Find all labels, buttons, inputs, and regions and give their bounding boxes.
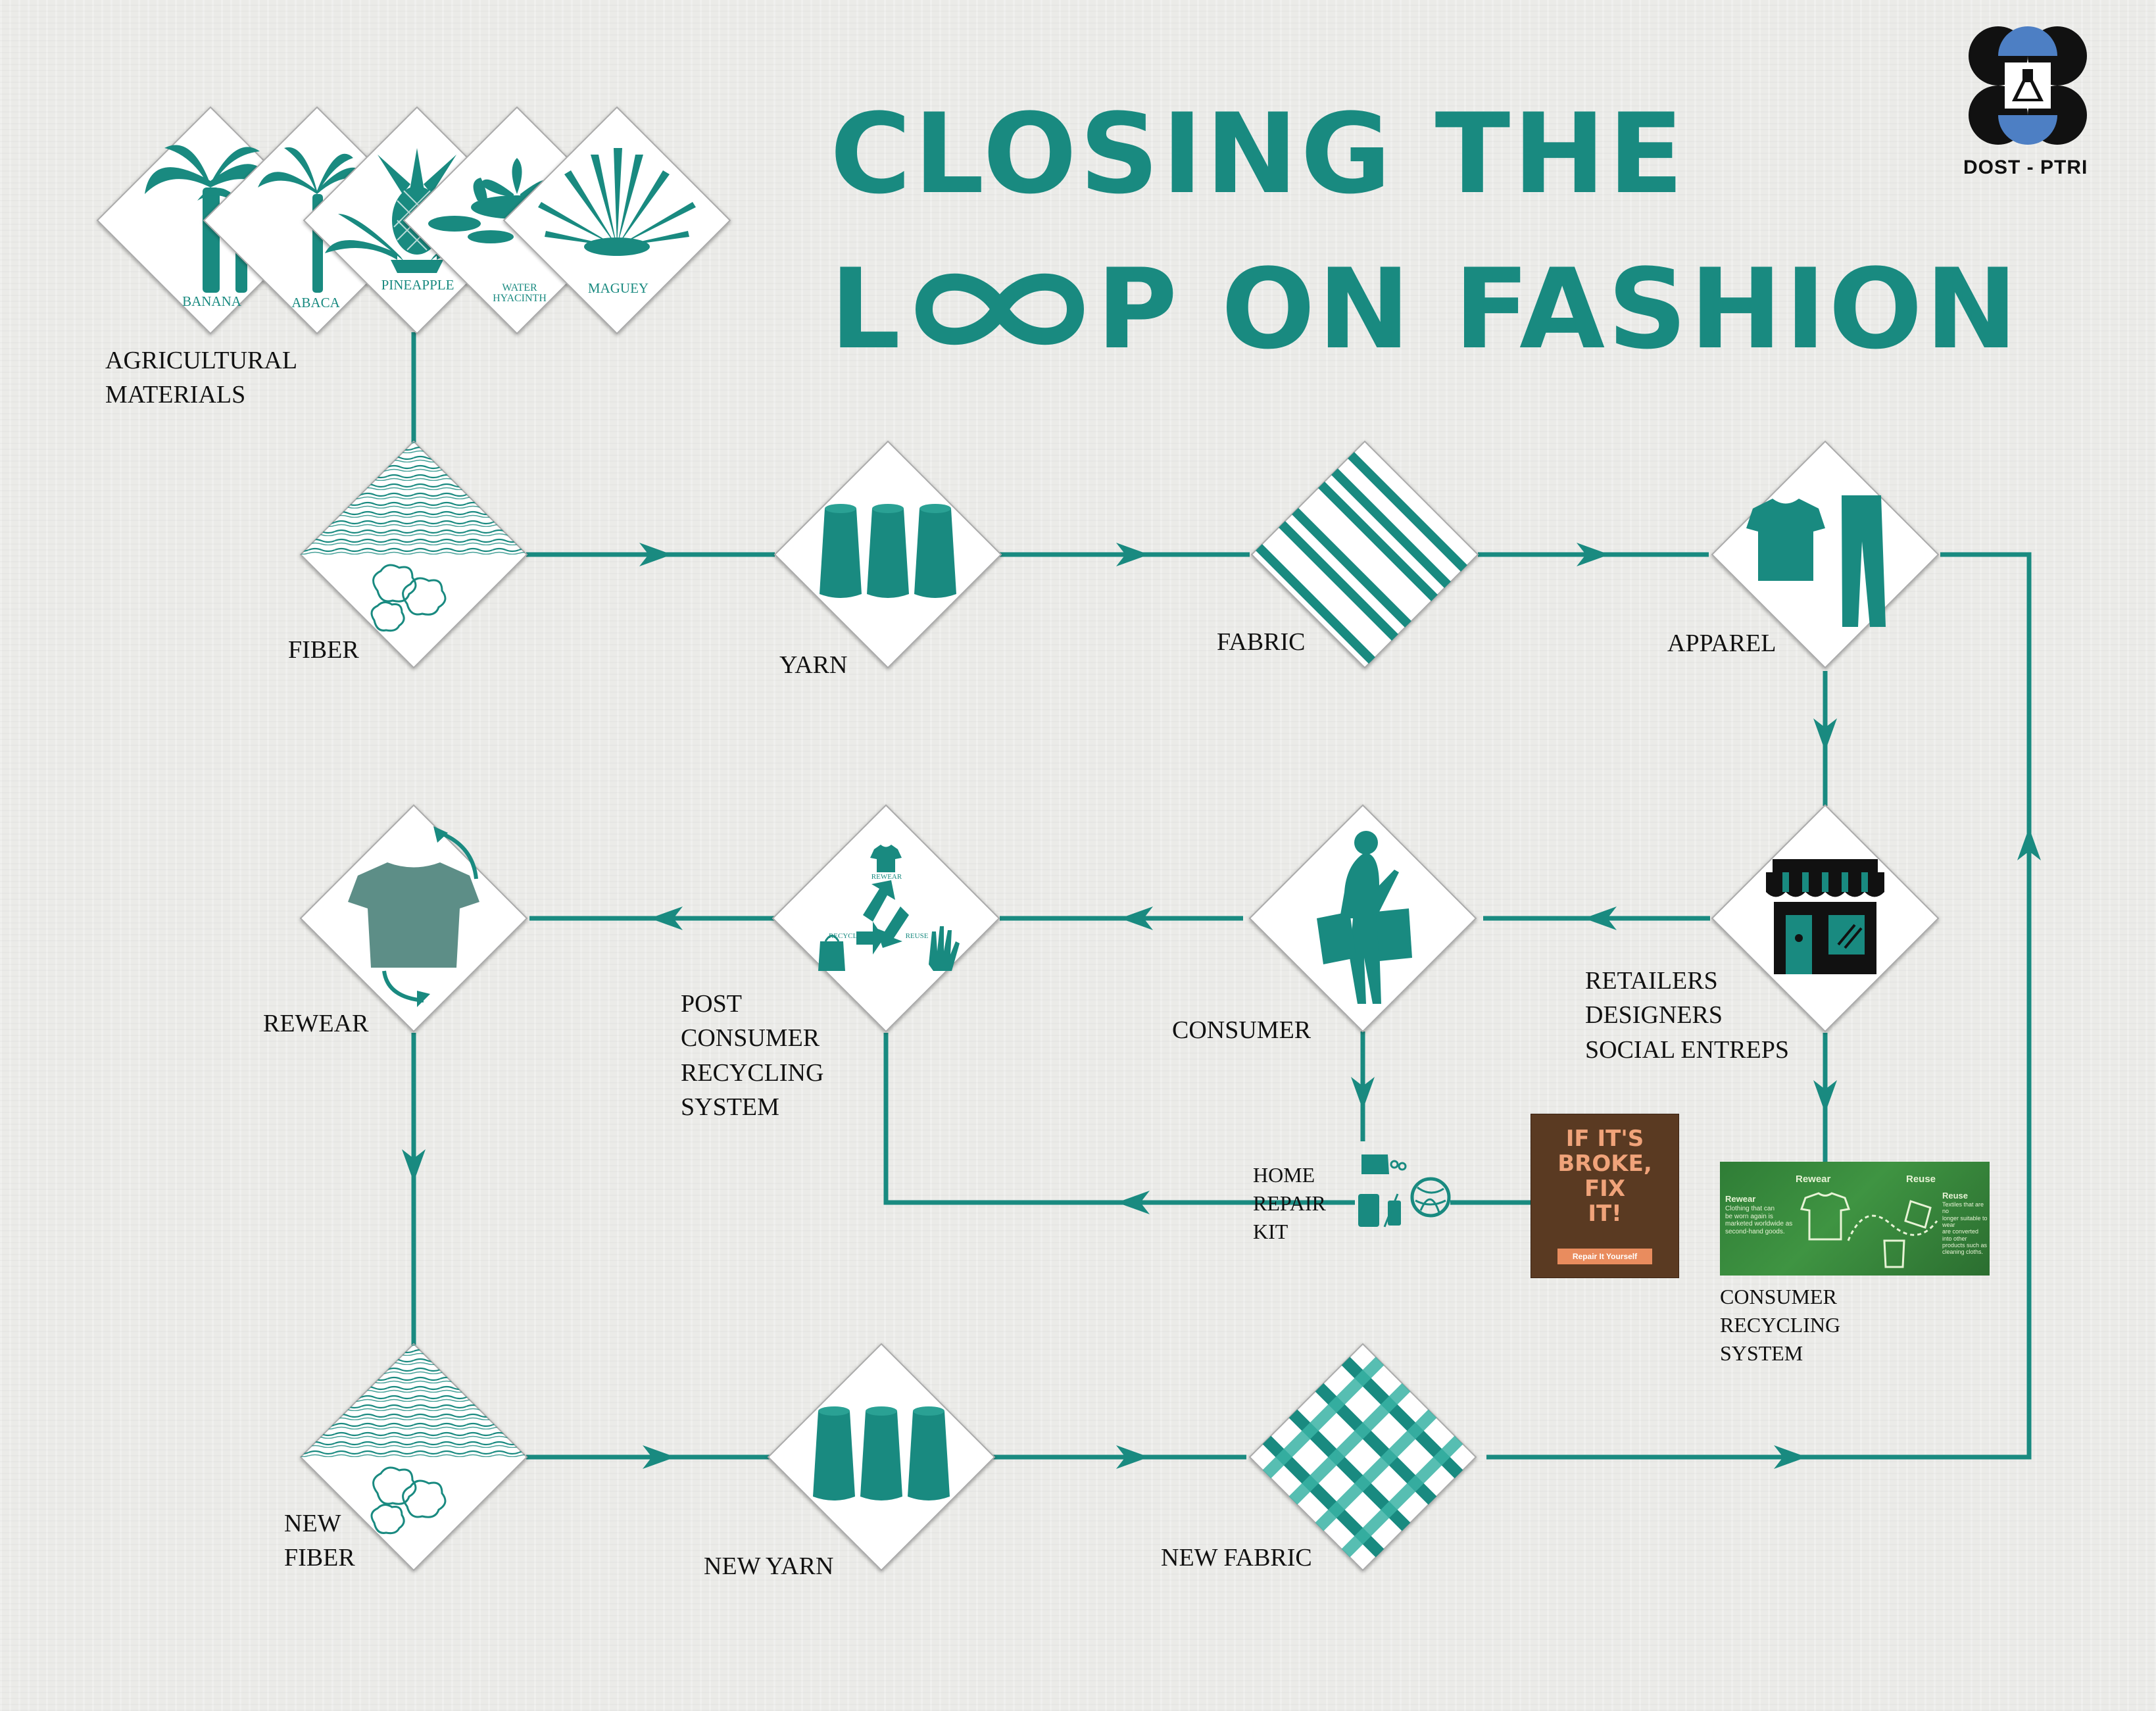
- plant-label-water-hyacinth: WATER HYACINTH: [493, 282, 547, 304]
- home-repair-label: HOME REPAIR KIT: [1253, 1163, 1326, 1244]
- maguey-diamond: [502, 106, 731, 335]
- rewear-tshirt-icon: [348, 862, 479, 968]
- plant-label-banana: BANANA: [182, 293, 241, 309]
- apparel-diamond: [1711, 440, 1940, 669]
- fiber-label: FIBER: [288, 636, 359, 664]
- new-fiber-diamond: [299, 1343, 528, 1572]
- fiber-diamond: [299, 440, 528, 669]
- new-fabric-label: NEW FABRIC: [1161, 1544, 1312, 1572]
- yarn-cones-icon: [820, 504, 956, 598]
- shopper-woman-icon: [1317, 831, 1412, 1004]
- logo-text: DOST - PTRI: [1963, 157, 2088, 178]
- poster-reuse-heading: Reuse: [1906, 1174, 1936, 1185]
- plant-label-maguey: MAGUEY: [587, 280, 649, 296]
- sewing-kit-icon: [1358, 1154, 1451, 1227]
- title-l: L: [830, 245, 904, 374]
- new-yarn-label: NEW YARN: [704, 1552, 834, 1580]
- agricultural-materials-label: AGRICULTURAL MATERIALS: [105, 347, 298, 409]
- plant-label-pineapple: PINEAPPLE: [381, 277, 454, 293]
- recycle-label-recycle: RECYCLE: [828, 932, 862, 940]
- jeans-icon: [1842, 495, 1886, 627]
- fix-it-button: Repair It Yourself: [1557, 1249, 1652, 1264]
- poster-rewear-title: Rewear: [1725, 1194, 1756, 1204]
- striped-fabric-icon: [1252, 441, 1478, 668]
- fix-it-headline: IF IT'S BROKE, FIX IT!: [1557, 1126, 1652, 1227]
- recycle-label-reuse: REUSE: [905, 932, 929, 940]
- retailers-label: RETAILERS DESIGNERS SOCIAL ENTREPS: [1585, 967, 1790, 1064]
- storefront-icon: [1766, 859, 1884, 974]
- page-title-line2: L P ON FASHION: [830, 254, 2021, 364]
- yarn-label: YARN: [779, 651, 848, 679]
- new-fiber-label: NEW FIBER: [284, 1510, 355, 1572]
- page-title-line1: CLOSING THE: [830, 89, 1686, 218]
- recycling-diamond: [772, 804, 1000, 1033]
- poster-reuse-title: Reuse: [1942, 1191, 1969, 1201]
- dost-logo-icon: [1969, 26, 2087, 145]
- infinity-loop-icon: [916, 273, 1085, 345]
- agri-diamonds: [96, 106, 731, 335]
- recycle-icon: [818, 845, 960, 971]
- recycling-poster: Rewear Reuse Rewear Clothing that can be…: [1720, 1162, 1990, 1276]
- fabric-diamond: [1250, 440, 1479, 669]
- poster-illustration-icon: [1800, 1192, 1938, 1268]
- poster-rewear-heading: Rewear: [1796, 1174, 1831, 1185]
- connector-lines: [411, 332, 2032, 1460]
- fiber-lines-icon: [301, 441, 527, 555]
- tshirt-icon: [1746, 499, 1825, 581]
- plant-label-abaca: ABACA: [291, 295, 340, 310]
- poster-rewear-body: Clothing that can be worn again is marke…: [1725, 1205, 1793, 1235]
- title-rest: P ON FASHION: [1096, 245, 2021, 374]
- cotton-icon: [370, 1466, 447, 1535]
- cotton-icon: [370, 564, 447, 632]
- recycle-label-rewear: REWEAR: [871, 873, 902, 881]
- post-consumer-label: POST CONSUMER RECYCLING SYSTEM: [681, 990, 824, 1122]
- rewear-label: REWEAR: [263, 1010, 369, 1037]
- new-yarn-diamond: [767, 1343, 996, 1572]
- fiber-lines-icon: [301, 1344, 527, 1457]
- yarn-cones-icon: [813, 1406, 950, 1500]
- apparel-label: APPAREL: [1667, 630, 1776, 657]
- consumer-recycling-label: CONSUMER RECYCLING SYSTEM: [1720, 1285, 1841, 1366]
- rewear-diamond: [299, 804, 528, 1033]
- consumer-label: CONSUMER: [1172, 1016, 1311, 1044]
- fix-it-poster: IF IT'S BROKE, FIX IT! Repair It Yoursel…: [1531, 1114, 1678, 1277]
- yarn-diamond: [773, 440, 1002, 669]
- fabric-label: FABRIC: [1217, 628, 1306, 656]
- retailers-diamond: [1711, 804, 1940, 1033]
- poster-reuse-body: Textiles that are no longer suitable to …: [1942, 1201, 1988, 1256]
- rotate-arrows-icon: [382, 831, 478, 1003]
- maguey-plant-icon: [538, 148, 696, 256]
- consumer-diamond: [1248, 804, 1477, 1033]
